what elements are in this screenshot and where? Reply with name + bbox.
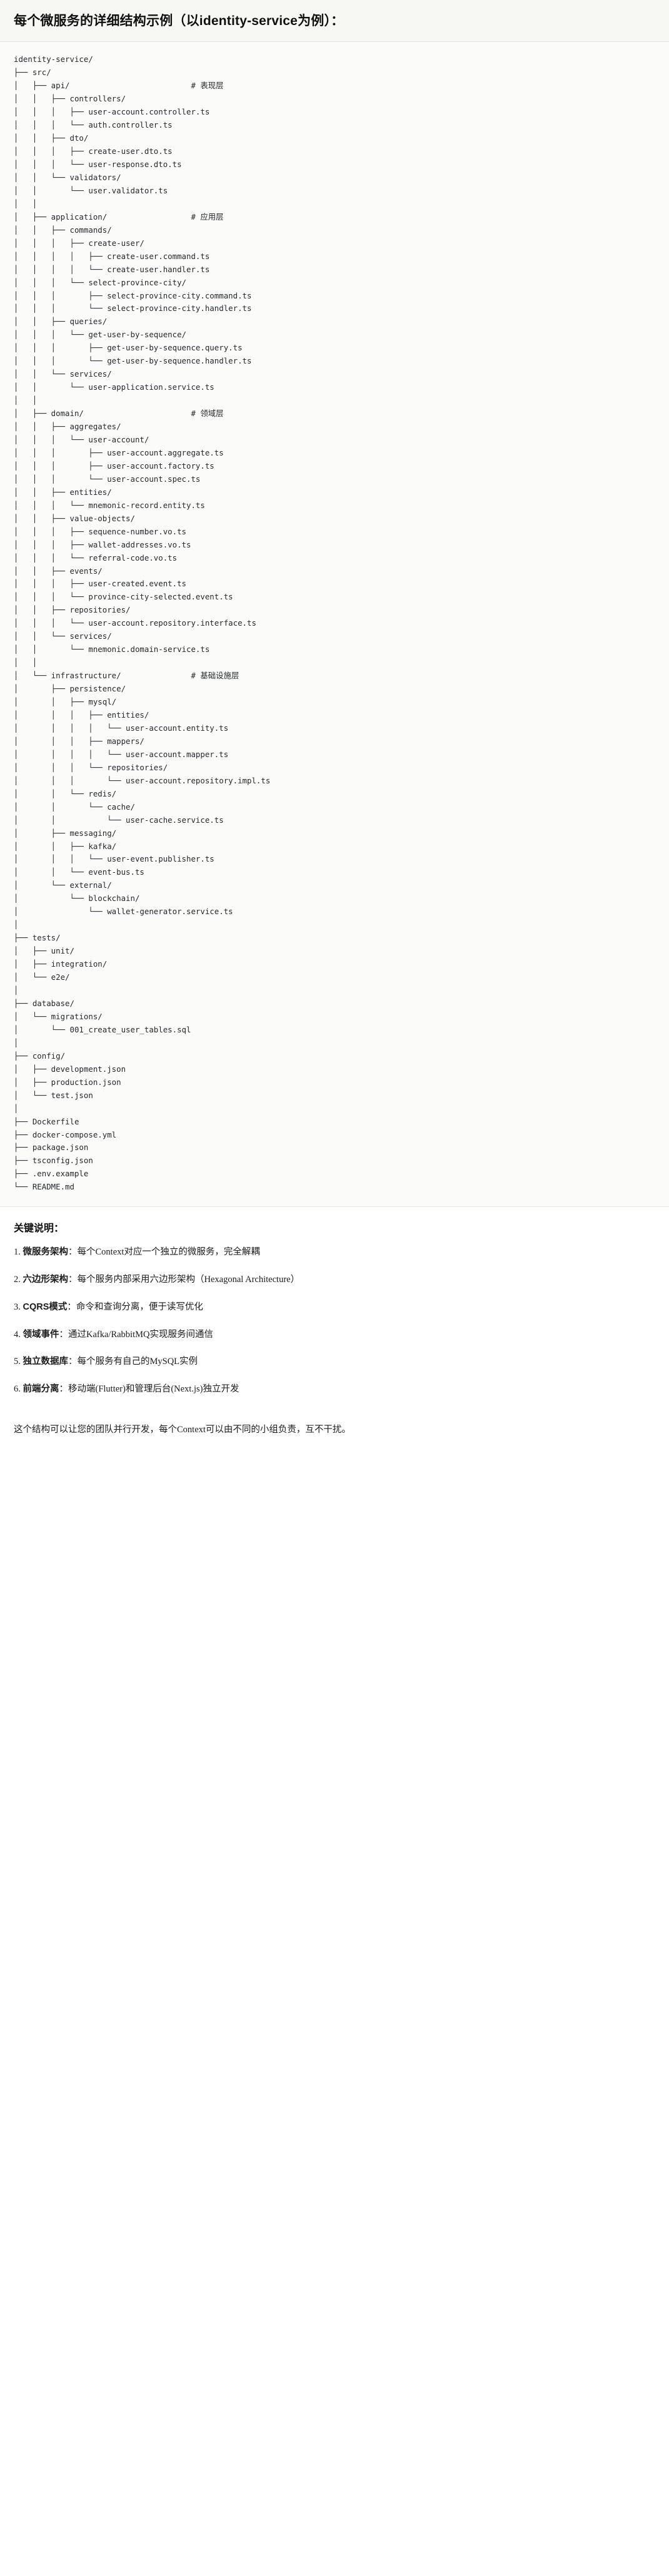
list-item: 1. 微服务架构：每个Context对应一个独立的微服务，完全解耦 — [14, 1246, 655, 1260]
note-separator: ： — [68, 1357, 78, 1367]
key-notes-title: 关键说明： — [14, 1223, 64, 1235]
directory-tree: identity-service/ ├── src/ │ ├── api/ # … — [14, 54, 271, 1192]
note-separator: ： — [68, 1247, 78, 1258]
document-page: 每个微服务的详细结构示例（以identity-service为例）： ident… — [0, 0, 669, 1451]
note-number: 4. — [14, 1329, 21, 1340]
note-number: 3. — [14, 1301, 21, 1312]
note-number: 2. — [14, 1275, 21, 1285]
note-number: 5. — [14, 1357, 21, 1367]
list-item: 4. 领域事件：通过Kafka/RabbitMQ实现服务间通信 — [14, 1328, 655, 1342]
note-number: 1. — [14, 1247, 21, 1258]
note-term: CQRS模式 — [23, 1301, 68, 1312]
note-separator: ： — [67, 1301, 76, 1312]
note-term: 前端分离 — [23, 1384, 59, 1395]
note-term: 领域事件 — [23, 1329, 59, 1340]
key-notes-section: 关键说明： 1. 微服务架构：每个Context对应一个独立的微服务，完全解耦 … — [0, 1207, 669, 1419]
note-body: 每个服务有自己的MySQL实例 — [77, 1357, 198, 1367]
note-term: 独立数据库 — [23, 1357, 69, 1367]
note-number: 6. — [14, 1384, 21, 1395]
note-separator: ： — [59, 1384, 69, 1395]
document-header: 每个微服务的详细结构示例（以identity-service为例）： — [0, 0, 669, 43]
page-title: 每个微服务的详细结构示例（以identity-service为例）： — [14, 14, 345, 28]
note-body: 命令和查询分离，便于读写优化 — [76, 1301, 203, 1312]
note-body: 移动端(Flutter)和管理后台(Next.js)独立开发 — [68, 1384, 239, 1395]
list-item: 2. 六边形架构：每个服务内部采用六边形架构（Hexagonal Archite… — [14, 1273, 655, 1287]
note-separator: ： — [59, 1329, 69, 1340]
list-item: 5. 独立数据库：每个服务有自己的MySQL实例 — [14, 1355, 655, 1369]
directory-tree-block: identity-service/ ├── src/ │ ├── api/ # … — [0, 42, 669, 1208]
note-term: 六边形架构 — [23, 1275, 69, 1285]
list-item: 6. 前端分离：移动端(Flutter)和管理后台(Next.js)独立开发 — [14, 1383, 655, 1397]
note-term: 微服务架构 — [23, 1247, 69, 1258]
note-separator: ： — [68, 1275, 78, 1285]
note-body: 每个服务内部采用六边形架构（Hexagonal Architecture） — [77, 1275, 300, 1285]
list-item: 3. CQRS模式：命令和查询分离，便于读写优化 — [14, 1301, 655, 1315]
closing-paragraph: 这个结构可以让您的团队并行开发，每个Context可以由不同的小组负责，互不干扰… — [0, 1418, 669, 1451]
note-body: 通过Kafka/RabbitMQ实现服务间通信 — [68, 1329, 213, 1340]
note-body: 每个Context对应一个独立的微服务，完全解耦 — [77, 1247, 260, 1258]
key-notes-list: 1. 微服务架构：每个Context对应一个独立的微服务，完全解耦 2. 六边形… — [14, 1246, 655, 1397]
